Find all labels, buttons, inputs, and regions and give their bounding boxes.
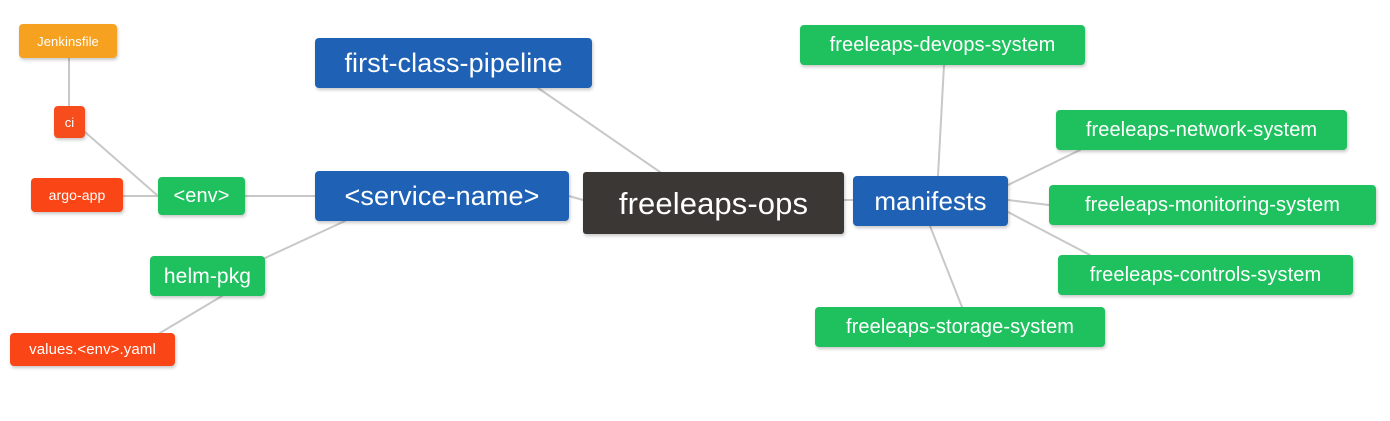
node-jenkinsfile[interactable]: Jenkinsfile xyxy=(19,24,117,58)
node-controls-system[interactable]: freeleaps-controls-system xyxy=(1058,255,1353,295)
node-devops-system[interactable]: freeleaps-devops-system xyxy=(800,25,1085,65)
node-helm-pkg[interactable]: helm-pkg xyxy=(150,256,265,296)
node-freeleaps-ops[interactable]: freeleaps-ops xyxy=(583,172,844,234)
node-first-class-pipeline[interactable]: first-class-pipeline xyxy=(315,38,592,88)
node-argo-app[interactable]: argo-app xyxy=(31,178,123,212)
edge-manifests-to-monitoring-system xyxy=(1007,199,1050,206)
edge-values-yaml-to-helm-pkg xyxy=(159,295,223,334)
edge-helm-pkg-to-service-name xyxy=(264,220,346,259)
node-service-name[interactable]: <service-name> xyxy=(315,171,569,221)
node-env[interactable]: <env> xyxy=(158,177,245,215)
node-storage-system[interactable]: freeleaps-storage-system xyxy=(815,307,1105,347)
node-ci[interactable]: ci xyxy=(54,106,85,138)
node-monitoring-system[interactable]: freeleaps-monitoring-system xyxy=(1049,185,1376,225)
node-network-system[interactable]: freeleaps-network-system xyxy=(1056,110,1347,150)
node-manifests[interactable]: manifests xyxy=(853,176,1008,226)
edge-manifests-to-network-system xyxy=(1007,149,1081,186)
edge-first-class-pipeline-to-freeleaps-ops xyxy=(537,87,661,173)
node-values-yaml[interactable]: values.<env>.yaml xyxy=(10,333,175,366)
edge-manifests-to-storage-system xyxy=(929,225,963,308)
edge-service-name-to-freeleaps-ops xyxy=(568,195,584,201)
edge-manifests-to-devops-system xyxy=(937,64,945,177)
